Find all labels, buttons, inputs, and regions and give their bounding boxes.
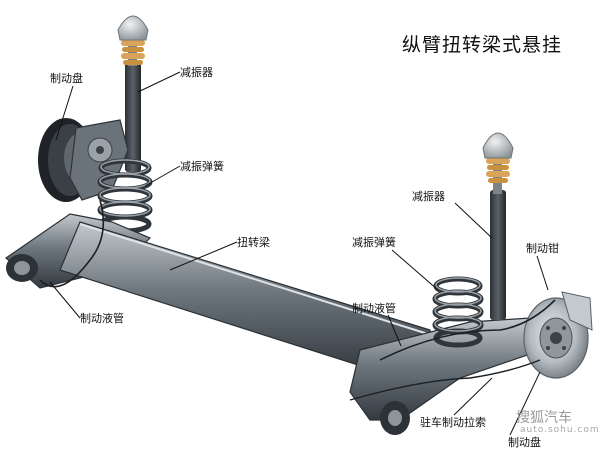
watermark-url: auto.sohu.com [520,425,600,435]
label-brake-disc-right: 制动盘 [508,436,541,449]
label-brake-hose-right: 制动液管 [352,302,396,315]
left-brake-hose [39,199,105,288]
label-brake-caliper: 制动钳 [526,242,559,255]
right-brake-caliper [561,291,593,331]
label-parking-brake-cable: 驻车制动拉索 [420,416,486,429]
left-bump-stop [121,40,145,65]
watermark-brand: 搜狐汽车 [516,410,572,426]
label-shock-absorber-left: 减振器 [180,66,213,79]
right-bump-stop [486,158,510,183]
label-shock-absorber-right: 减振器 [412,190,445,203]
right-shock-absorber [482,132,514,320]
label-coil-spring-right: 减振弹簧 [352,236,396,249]
leader-lines [49,71,549,436]
right-coil-spring-highlight [434,277,482,332]
parking-brake-cable-shape [349,359,541,401]
diagram-title: 纵臂扭转梁式悬挂 [402,34,563,56]
label-coil-spring-left: 减振弹簧 [180,160,224,173]
label-brake-disc-left: 制动盘 [50,72,83,85]
label-brake-hose-left: 制动液管 [80,312,124,325]
label-torsion-beam: 扭转梁 [237,236,270,249]
left-coil-spring-highlight [99,159,151,217]
right-brake-hose [379,299,556,361]
left-shock-absorber [117,15,149,172]
